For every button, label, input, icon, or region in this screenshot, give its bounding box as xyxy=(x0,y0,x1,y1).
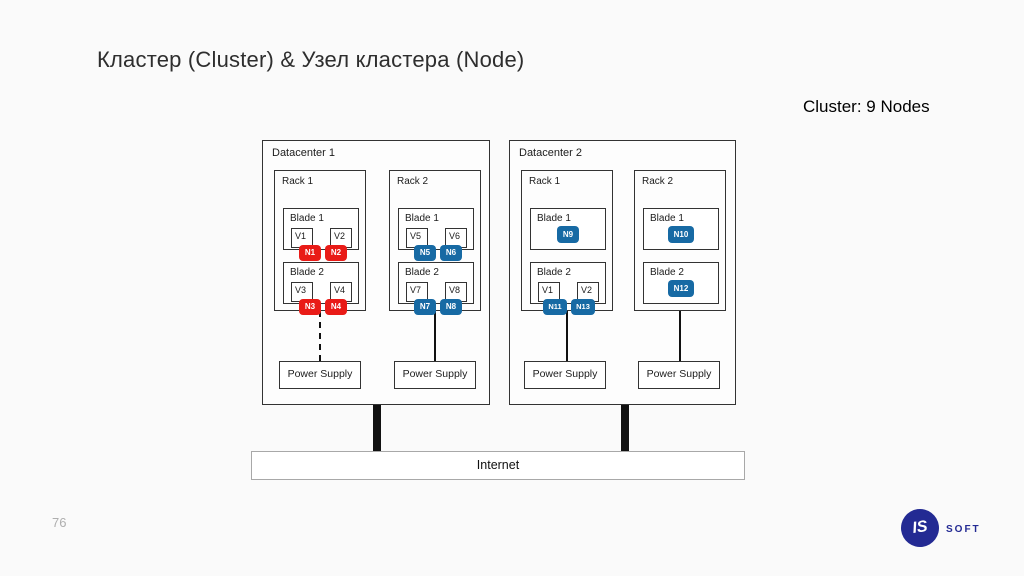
blade-box: Blade 2 V1 V2 N11 N13 xyxy=(530,262,606,315)
node-chip: N13 xyxy=(571,299,595,315)
trunk-line-dc1 xyxy=(373,405,381,451)
blade-label: Blade 2 xyxy=(290,267,324,278)
logo-brand-text: SOFT xyxy=(946,524,981,535)
node-chip: N3 xyxy=(299,299,321,315)
datacenter-label: Datacenter 2 xyxy=(519,147,582,159)
blade-label: Blade 1 xyxy=(537,213,571,224)
blade-label: Blade 1 xyxy=(290,213,324,224)
node-chip: N8 xyxy=(440,299,462,315)
blade-box: Blade 2 V7 V8 N7 N8 xyxy=(398,262,474,315)
power-supply-box: Power Supply xyxy=(638,361,720,389)
datacenter-1-box: Datacenter 1 Rack 1 Blade 1 V1 V2 N1 N2 … xyxy=(262,140,490,405)
slide-title: Кластер (Cluster) & Узел кластера (Node) xyxy=(97,47,525,72)
blade-label: Blade 2 xyxy=(405,267,439,278)
rack-label: Rack 1 xyxy=(282,176,314,187)
issoft-logo: IS SOFT xyxy=(898,506,991,550)
dc2-rack-2-box: Rack 2 Blade 1 N10 Blade 2 N12 xyxy=(634,170,726,311)
blade-label: Blade 2 xyxy=(650,267,684,278)
dc1-rack-2-box: Rack 2 Blade 1 V5 V6 N5 N6 Blade 2 V7 V8… xyxy=(389,170,481,315)
blade-box: Blade 1 N9 xyxy=(530,208,606,250)
rack-label: Rack 2 xyxy=(397,176,429,187)
dc2-rack-1-box: Rack 1 Blade 1 N9 Blade 2 V1 V2 N11 N13 xyxy=(521,170,613,315)
node-chip: N7 xyxy=(414,299,436,315)
node-chip: N2 xyxy=(325,245,347,261)
node-chip: N10 xyxy=(668,226,694,243)
node-chip: N6 xyxy=(440,245,462,261)
blade-label: Blade 1 xyxy=(650,213,684,224)
vm-box: V2 xyxy=(330,228,352,248)
rack-label: Rack 1 xyxy=(529,176,561,187)
node-chip: N12 xyxy=(668,280,694,297)
logo-circle: IS xyxy=(898,506,942,550)
cluster-count-note: Cluster: 9 Nodes xyxy=(803,97,930,116)
blade-box: Blade 1 N10 xyxy=(643,208,719,250)
blade-label: Blade 2 xyxy=(537,267,571,278)
datacenter-2-box: Datacenter 2 Rack 1 Blade 1 N9 Blade 2 V… xyxy=(509,140,736,405)
blade-label: Blade 1 xyxy=(405,213,439,224)
node-chip: N4 xyxy=(325,299,347,315)
blade-box: Blade 1 V1 V2 N1 N2 xyxy=(283,208,359,261)
power-supply-box: Power Supply xyxy=(524,361,606,389)
vm-box: V8 xyxy=(445,282,467,302)
blade-box: Blade 2 N12 xyxy=(643,262,719,304)
node-chip: N5 xyxy=(414,245,436,261)
rack-label: Rack 2 xyxy=(642,176,674,187)
power-supply-box: Power Supply xyxy=(279,361,361,389)
power-supply-box: Power Supply xyxy=(394,361,476,389)
internet-bar: Internet xyxy=(251,451,745,480)
power-line-broken xyxy=(319,311,321,361)
power-line xyxy=(679,311,681,361)
trunk-line-dc2 xyxy=(621,405,629,451)
node-chip: N9 xyxy=(557,226,579,243)
dc1-rack-1-box: Rack 1 Blade 1 V1 V2 N1 N2 Blade 2 V3 V4… xyxy=(274,170,366,315)
datacenter-label: Datacenter 1 xyxy=(272,147,335,159)
node-chip: N11 xyxy=(543,299,567,315)
node-chip: N1 xyxy=(299,245,321,261)
power-line xyxy=(434,311,436,361)
page-number: 76 xyxy=(52,515,67,530)
vm-box: V1 xyxy=(538,282,560,302)
blade-box: Blade 1 V5 V6 N5 N6 xyxy=(398,208,474,261)
blade-box: Blade 2 V3 V4 N3 N4 xyxy=(283,262,359,315)
power-line xyxy=(566,311,568,361)
